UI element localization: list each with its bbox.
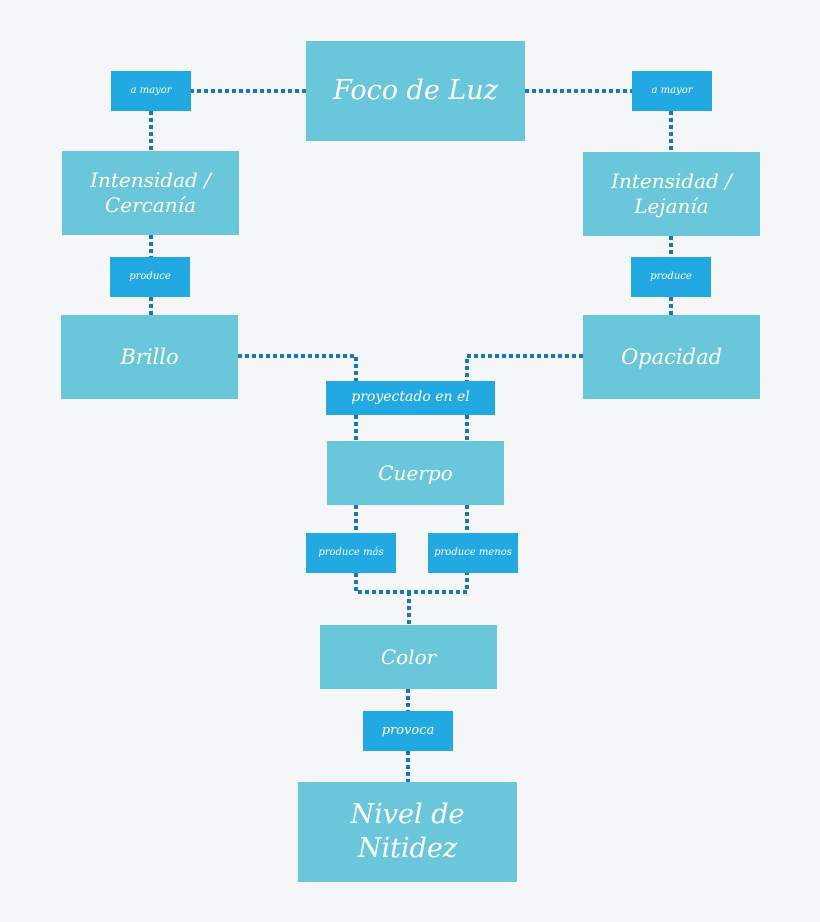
- label-proyectado-en-el: proyectado en el: [326, 381, 495, 415]
- node-brillo: Brillo: [61, 315, 238, 399]
- label-produce-right: produce: [631, 257, 711, 297]
- node-intensidad-lejania: Intensidad / Lejanía: [583, 152, 760, 236]
- node-intensidad-cercania: Intensidad / Cercanía: [62, 151, 239, 235]
- label-produce-left: produce: [110, 257, 190, 297]
- connector-brillo-proyectado: [238, 354, 358, 381]
- node-cuerpo-text: Cuerpo: [378, 460, 453, 485]
- label-produce-menos: produce menos: [428, 533, 518, 573]
- label-proyectado-en-el-text: proyectado en el: [351, 389, 470, 406]
- label-produce-mas-text: produce más: [318, 546, 384, 558]
- node-foco-de-luz: Foco de Luz: [306, 41, 525, 141]
- node-color: Color: [320, 625, 497, 689]
- label-produce-mas: produce más: [306, 533, 396, 573]
- node-foco-de-luz-text: Foco de Luz: [333, 75, 498, 107]
- node-intensidad-lejania-line2: Lejanía: [634, 194, 709, 218]
- node-cuerpo: Cuerpo: [327, 441, 504, 505]
- node-nivel-de-nitidez: Nivel de Nitidez: [298, 782, 517, 882]
- label-produce-right-text: produce: [650, 270, 692, 282]
- label-produce-menos-text: produce menos: [434, 546, 512, 558]
- node-color-text: Color: [380, 644, 437, 669]
- connector-mas-menos-join: [354, 573, 469, 594]
- label-a-mayor-left-text: a mayor: [130, 84, 172, 96]
- connector-opacidad-proyectado: [465, 354, 583, 381]
- node-intensidad-cercania-line1: Intensidad /: [90, 168, 211, 192]
- node-opacidad: Opacidad: [583, 315, 760, 399]
- node-intensidad-cercania-line2: Cercanía: [104, 193, 197, 217]
- node-brillo-text: Brillo: [120, 344, 179, 369]
- label-a-mayor-right: a mayor: [632, 71, 712, 111]
- label-a-mayor-right-text: a mayor: [651, 84, 693, 96]
- label-provoca: provoca: [363, 711, 453, 751]
- node-opacidad-text: Opacidad: [620, 344, 723, 369]
- label-provoca-text: provoca: [381, 722, 435, 738]
- node-nivel-de-nitidez-text: Nivel de Nitidez: [350, 799, 465, 864]
- node-intensidad-lejania-line1: Intensidad /: [611, 169, 732, 193]
- label-a-mayor-left: a mayor: [111, 71, 191, 111]
- label-produce-left-text: produce: [129, 270, 171, 282]
